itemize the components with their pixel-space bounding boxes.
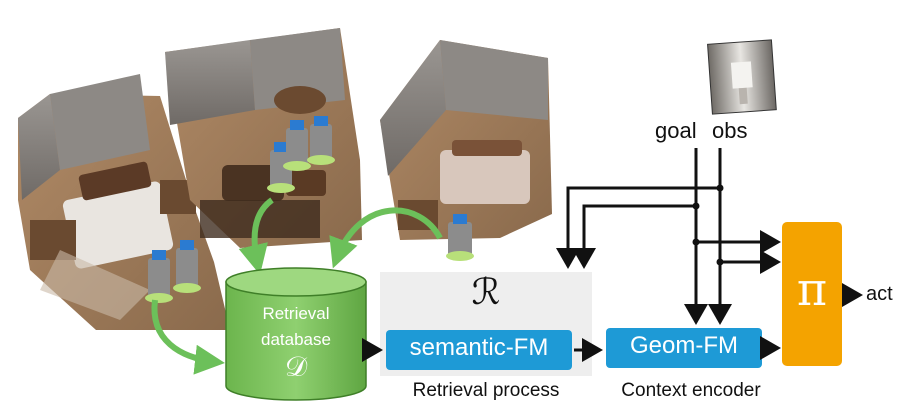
junction-dots: [692, 184, 724, 266]
collect-arrow-right: [329, 207, 443, 269]
geom-fm-label: Geom-FM: [630, 332, 738, 359]
robot-right: [446, 214, 474, 261]
policy-box: [782, 222, 842, 366]
retrieval-process-caption: Retrieval process: [412, 380, 560, 401]
policy-symbol: π: [796, 262, 828, 316]
action-output-label: act: [866, 283, 893, 305]
robot-middle-3: [307, 116, 335, 165]
collect-arrow-left: [151, 299, 225, 375]
scene-right: [380, 40, 552, 240]
goal-label: goal: [655, 118, 697, 143]
database-label-line2: database: [261, 330, 331, 349]
flow-arrows: [362, 148, 863, 362]
geom-fm-box: [606, 328, 762, 368]
database-label-line1: Retrieval: [262, 304, 330, 323]
robot-left-2: [173, 240, 201, 293]
obs-label: obs: [712, 118, 748, 143]
robot-middle-2: [283, 120, 311, 171]
scene-middle: [165, 28, 362, 248]
context-encoder-caption: Context encoder: [621, 380, 761, 401]
retrieval-database-cylinder: [225, 267, 367, 401]
observation-image: [707, 39, 777, 115]
retrieval-symbol: ℛ: [471, 272, 501, 313]
semantic-fm-box: [386, 330, 572, 370]
robot-left-1: [145, 250, 173, 303]
collect-arrow-middle: [238, 197, 274, 275]
semantic-fm-label: semantic-FM: [409, 334, 549, 361]
database-symbol: 𝒟: [284, 350, 308, 383]
scene-left: [18, 74, 230, 330]
